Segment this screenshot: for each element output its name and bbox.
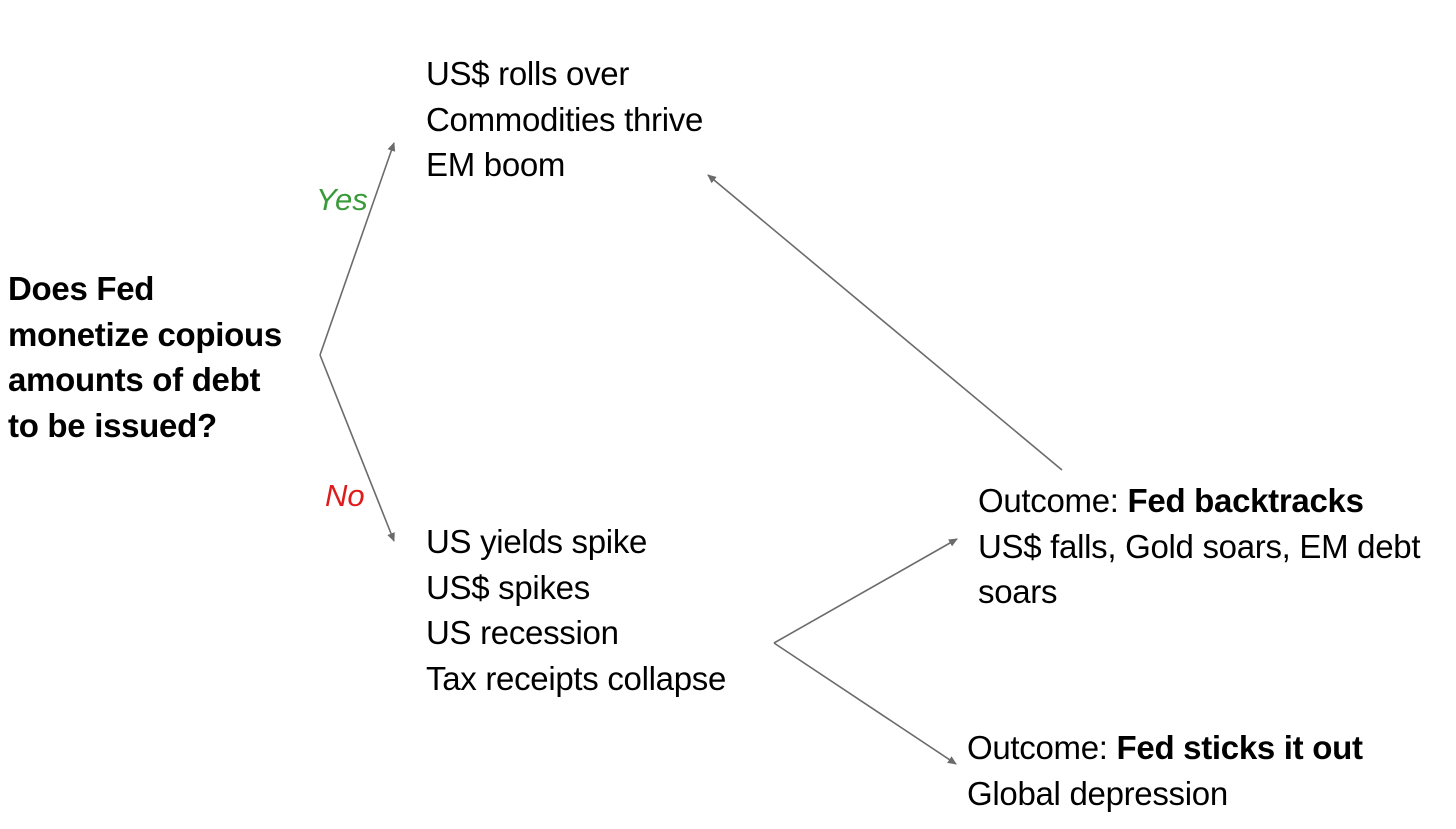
no-branch-line: US yields spike [426,523,648,560]
outcome-title: Fed backtracks [1127,482,1364,519]
no-branch-node: US yields spike US$ spikes US recession … [426,519,726,701]
question-node: Does Fed monetize copious amounts of deb… [8,266,328,448]
yes-label: Yes [316,182,368,217]
question-line: to be issued? [8,406,217,444]
question-line: Does Fed [8,270,155,307]
outcome-prefix: Outcome: [967,729,1117,766]
outcome-sticks-node: Outcome: Fed sticks it out Global depres… [967,725,1363,816]
outcome-prefix: Outcome: [978,482,1128,519]
no-label: No [325,478,365,513]
to-sticks-arrow [773,642,957,765]
outcome-detail: Global depression [967,774,1228,812]
yes-branch-line: Commodities thrive [426,100,704,138]
no-arrow [319,354,395,542]
no-branch-line: Tax receipts collapse [426,659,727,697]
outcome-sticks-heading: Outcome: Fed sticks it out [967,725,1363,771]
outcome-backtracks-heading: Outcome: Fed backtracks [978,478,1448,524]
outcome-backtracks-node: Outcome: Fed backtracks US$ falls, Gold … [978,478,1448,615]
no-branch-line: US$ spikes [426,568,590,606]
outcome-detail: soars [978,573,1058,610]
question-line: monetize copious [8,315,282,353]
no-branch-line: US recession [426,614,619,651]
outcome-detail: US$ falls, Gold soars, EM debt [978,527,1421,565]
yes-branch-node: US$ rolls over Commodities thrive EM boo… [426,51,703,188]
yes-branch-line: US$ rolls over [426,55,630,92]
outcome-title: Fed sticks it out [1116,729,1363,766]
question-line: amounts of debt [8,361,261,398]
to-backtracks-arrow [773,538,958,644]
yes-branch-line: EM boom [426,146,566,183]
feedback-arrow [707,174,1063,471]
yes-arrow [319,142,396,356]
